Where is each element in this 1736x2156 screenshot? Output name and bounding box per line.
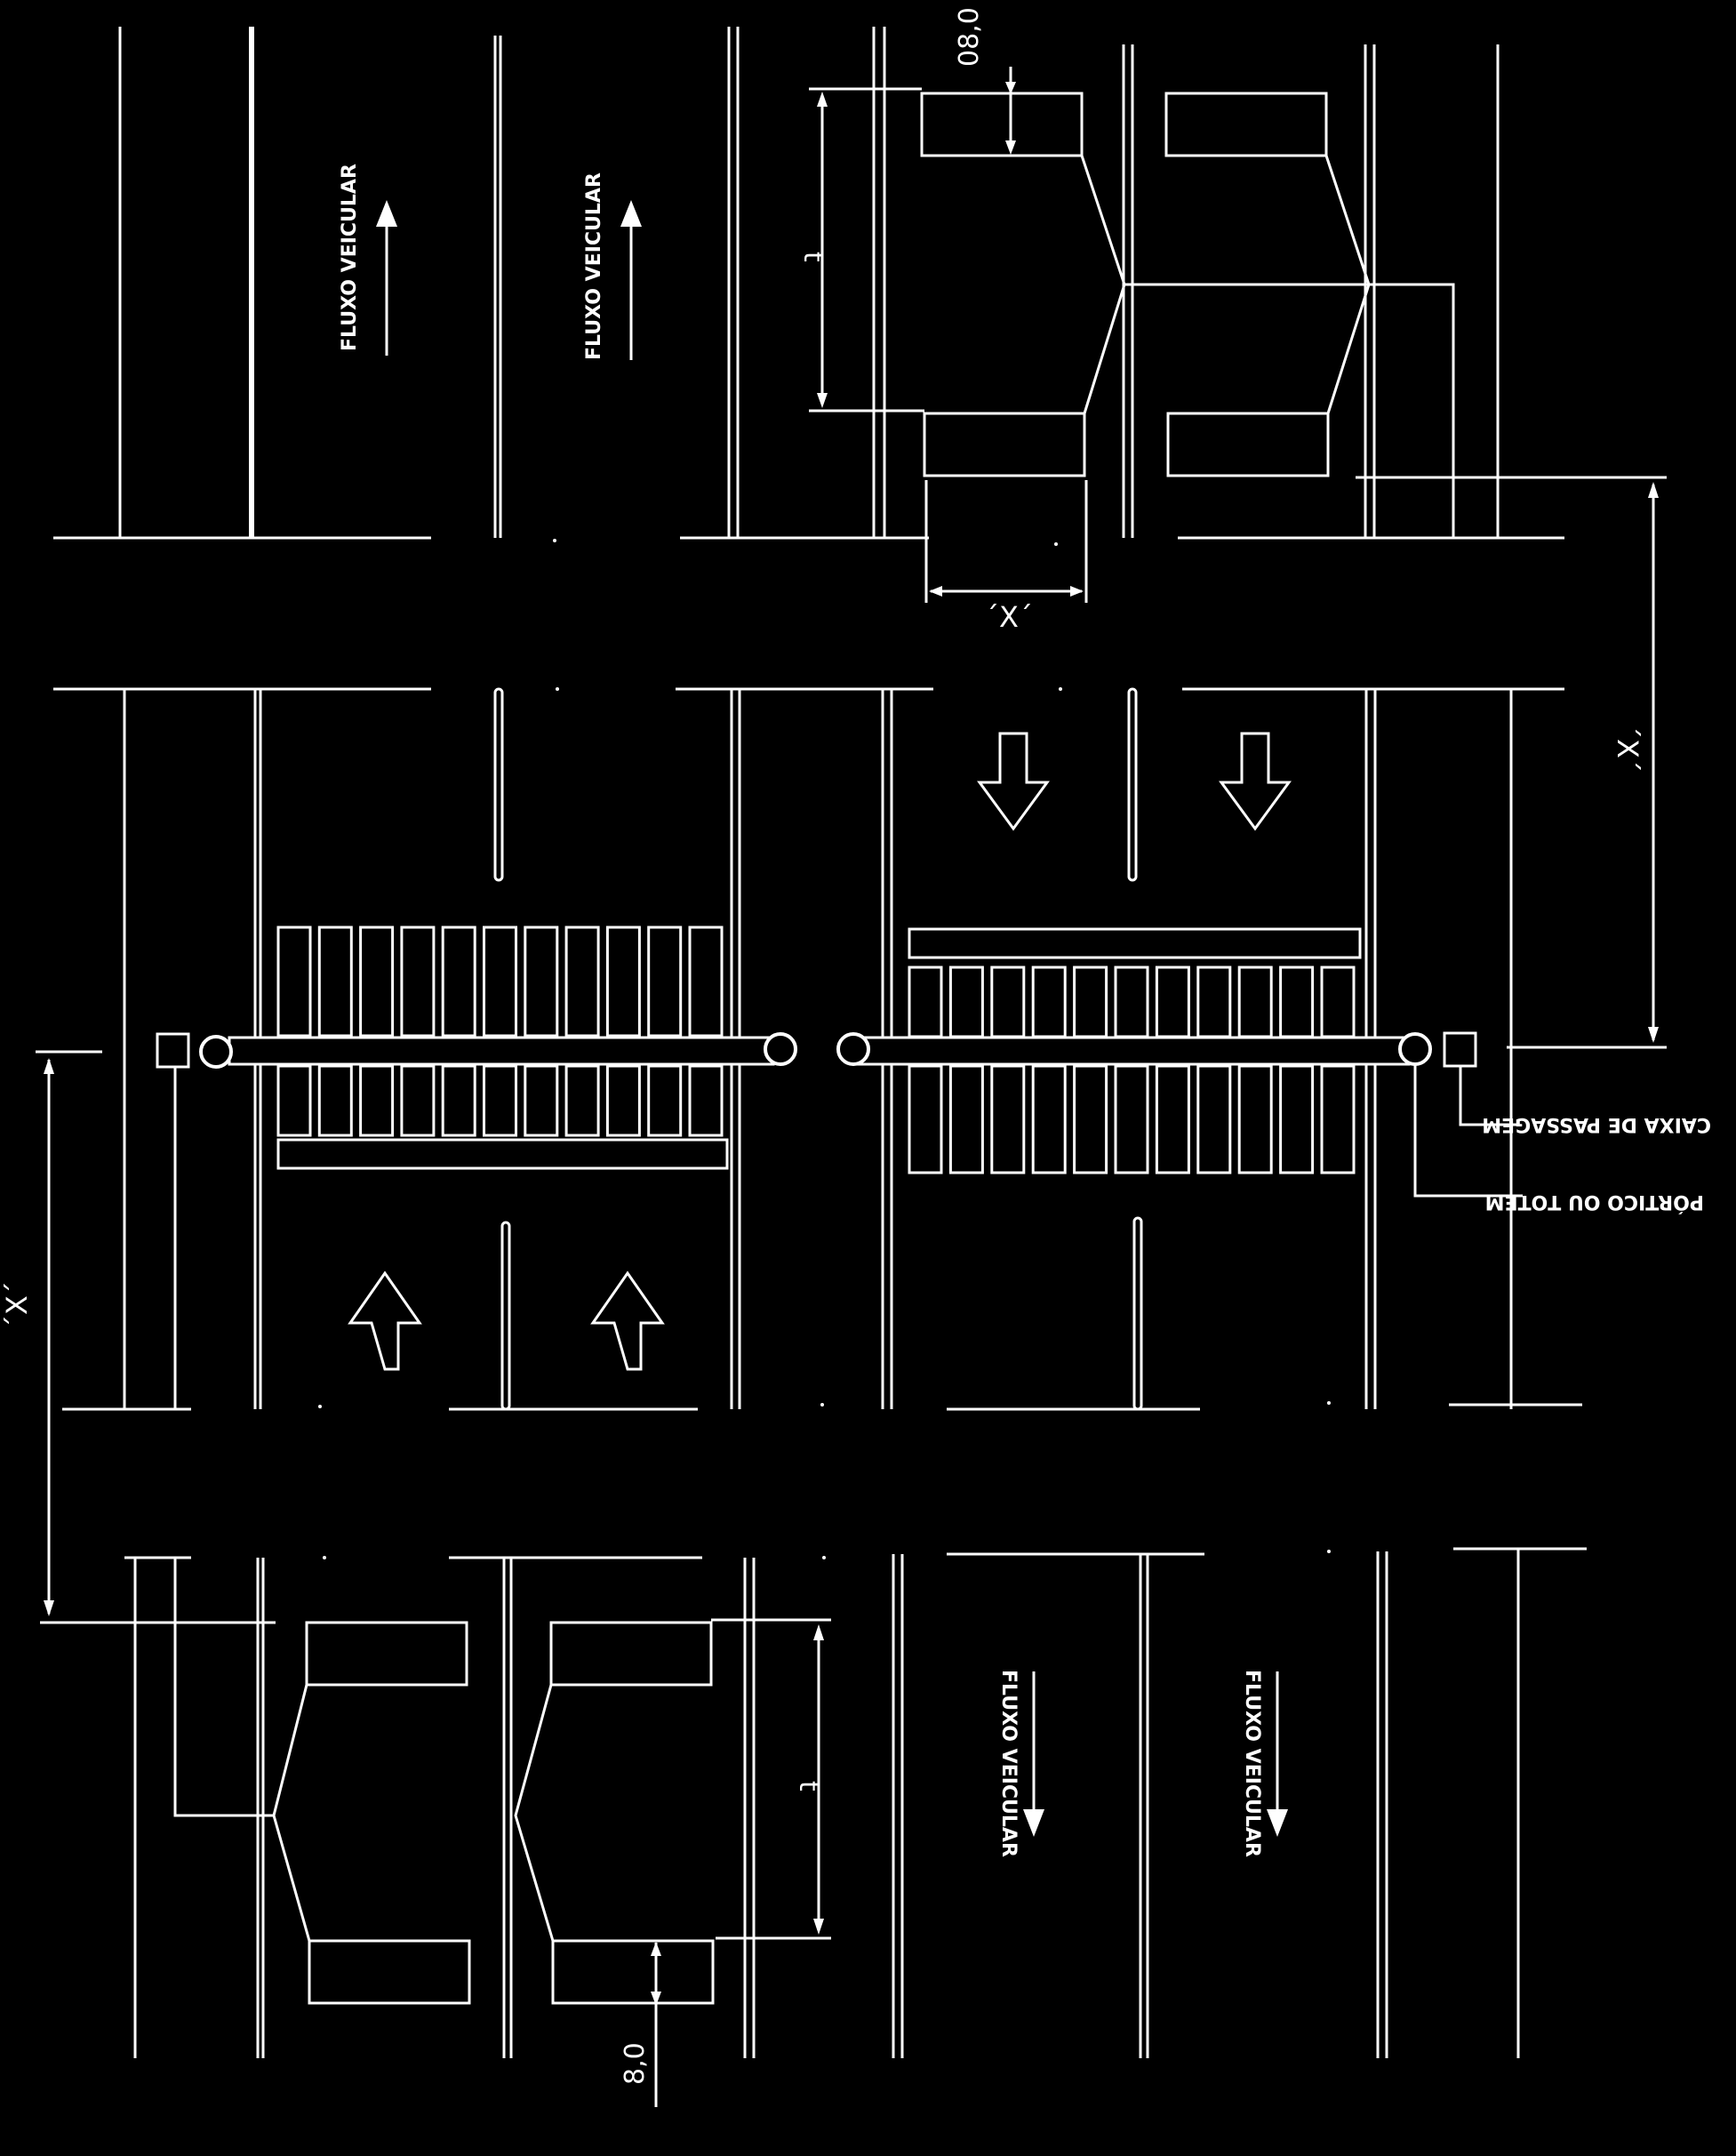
crosswalk-left-stripe [317, 926, 353, 1038]
crosswalk-right-stripe [1031, 1064, 1067, 1174]
dimension-t-upper [809, 87, 924, 413]
crosswalk-left-stripe [276, 1064, 312, 1137]
crosswalk-right-stripe [1073, 966, 1108, 1038]
crosswalk-left [276, 926, 724, 1137]
dim-t-upper-text: t [797, 252, 828, 262]
crosswalk-left-stripe [647, 926, 683, 1038]
dim-t-lower-text: t [793, 1781, 824, 1791]
upper-road-lines [53, 27, 1564, 540]
crosswalk-right-stripe [1114, 966, 1149, 1038]
crosswalk-right-stripe [1114, 1064, 1149, 1174]
crosswalk-right-stripe [990, 1064, 1026, 1174]
dimension-x-upper-middle [924, 480, 1088, 603]
down-arrow-right [1219, 732, 1292, 831]
crosswalk-right-stripe [990, 966, 1026, 1038]
gantry-left [199, 1032, 797, 1069]
loop-feeder-lower [173, 1558, 274, 1817]
down-arrow-left [977, 732, 1050, 831]
dimension-80-lower [651, 1942, 661, 2107]
crosswalk-left-stripe [317, 1064, 353, 1137]
crosswalk-left-stripe [400, 926, 436, 1038]
crosswalk-right-stripe [1155, 1064, 1190, 1174]
dimension-t-lower [711, 1618, 831, 1940]
cross-street-center-dashes [553, 539, 1062, 691]
upper-flow-arrow-2 [620, 200, 642, 360]
dim-x-left-text: ´X´ [0, 1281, 34, 1329]
flow-label-lower-2: FLUXO VEICULAR [1241, 1670, 1263, 1857]
crosswalk-right-stripe [1237, 966, 1273, 1038]
lower-road-lines [124, 1547, 1587, 2058]
loop-feeder-upper [1124, 283, 1455, 538]
crosswalk-right-stripe [1073, 1064, 1108, 1174]
crosswalk-left-stripe [564, 926, 600, 1038]
crosswalk-left-stripe [441, 1064, 476, 1137]
crosswalk-left-stripe [564, 1064, 600, 1137]
lower-flow-arrow-2 [1267, 1671, 1288, 1837]
leader-portico [1413, 1064, 1523, 1198]
passage-box-left [156, 1032, 190, 1069]
dim-80-lower-text: 8,0 [620, 2042, 651, 2085]
crosswalk-left-stripe [276, 926, 312, 1038]
passage-box-right [1443, 1031, 1477, 1068]
lower-flow-arrow-1 [1023, 1671, 1044, 1837]
crosswalk-left-stripe [524, 926, 559, 1038]
crosswalk-right-stripe [1155, 966, 1190, 1038]
dimension-x-right [1356, 476, 1667, 1049]
crosswalk-left-stripe [524, 1064, 559, 1137]
crosswalk-left-stripe [483, 926, 517, 1038]
crosswalk-left-stripe [483, 1064, 517, 1137]
crosswalk-right [908, 966, 1356, 1174]
crosswalk-right-stripe [948, 966, 984, 1038]
crosswalk-right-stripe [1031, 966, 1067, 1038]
loop-detector-lower-left [272, 1621, 471, 2005]
dim-x-right-text: ´X´ [1611, 725, 1644, 773]
crosswalk-left-stripe [605, 926, 641, 1038]
crosswalk-left-stripe [688, 926, 724, 1038]
label-caixa-de-passagem: CAIXA DE PASSAGEM [1482, 1113, 1711, 1135]
crosswalk-right-stripe [908, 966, 943, 1038]
gantry-right [836, 1032, 1432, 1066]
dimension-x-left [36, 1050, 276, 1624]
crosswalk-right-stripe [1320, 1064, 1356, 1174]
up-arrow-left [348, 1270, 422, 1371]
flow-label-upper-2: FLUXO VEICULAR [583, 172, 605, 360]
dimension-080-upper [1005, 67, 1016, 155]
crosswalk-right-stripe [1237, 1064, 1273, 1174]
crosswalk-right-stripe [1279, 1064, 1315, 1174]
crosswalk-left-stripe [605, 1064, 641, 1137]
crosswalk-left-stripe [400, 1064, 436, 1137]
loop-detector-lower-right [514, 1621, 715, 2005]
crosswalk-left-stripe [359, 926, 395, 1038]
dim-080-upper-text: 08,0 [954, 7, 985, 67]
crosswalk-right-stripe [908, 1064, 943, 1174]
stop-line-left [276, 1138, 729, 1170]
leader-caixa [1459, 1066, 1517, 1126]
crosswalk-right-stripe [1196, 1064, 1232, 1174]
lower-cross-dashes [318, 1401, 1331, 1559]
crosswalk-right-stripe [948, 1064, 984, 1174]
crosswalk-left-stripe [359, 1064, 395, 1137]
dim-x-upper-text: ´X´ [985, 600, 1033, 634]
crosswalk-left-stripe [647, 1064, 683, 1137]
crosswalk-right-stripe [1279, 966, 1315, 1038]
up-arrow-right [590, 1270, 665, 1371]
crosswalk-right-stripe [1196, 966, 1232, 1038]
upper-flow-arrow-1 [376, 200, 397, 356]
loop-detector-upper-left [920, 92, 1126, 477]
stop-line-right [908, 927, 1362, 959]
flow-label-upper-1: FLUXO VEICULAR [339, 164, 361, 351]
crosswalk-left-stripe [688, 1064, 724, 1137]
crosswalk-left-stripe [441, 926, 476, 1038]
label-portico-ou-totem: PÓRTICO OU TOTEM [1485, 1190, 1704, 1214]
flow-label-lower-1: FLUXO VEICULAR [997, 1670, 1020, 1857]
crosswalk-right-stripe [1320, 966, 1356, 1038]
